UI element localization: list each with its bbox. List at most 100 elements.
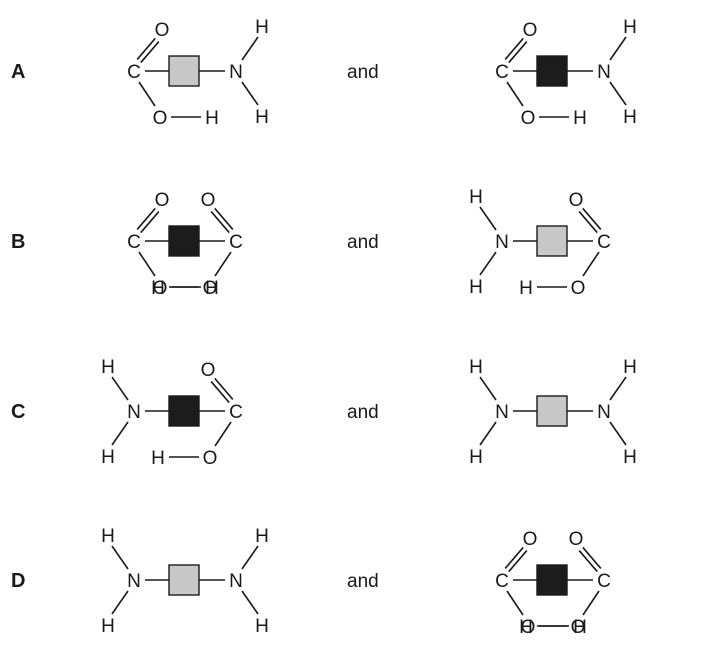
grey-block [536,395,568,427]
carbon-atom: C [127,232,141,253]
single-bond [609,376,627,401]
hydrogen-atom: H [469,357,483,378]
hydrogen-atom: H [469,187,483,208]
single-bond [479,421,497,446]
carbon-atom: C [229,402,243,423]
amino-group: N H H [229,526,269,637]
hydrogen-atom: H [101,447,115,468]
nitrogen-atom: N [127,571,141,592]
hydroxyl-oxygen-atom: O [153,278,168,299]
single-bond [214,421,232,447]
single-bond [506,81,524,107]
nitrogen-atom: N [495,232,509,253]
double-bond [214,207,234,230]
black-block [536,564,568,596]
double-bond [504,37,524,60]
single-bond [241,590,259,615]
single-bond [582,590,600,616]
carbon-atom: C [597,232,611,253]
and-text: and [347,571,379,592]
nitrogen-atom: N [229,571,243,592]
nitrogen-atom: N [597,62,611,83]
amino-group: NHH [469,357,509,468]
amino-group: NHH [597,357,637,468]
hydrogen-atom: H [101,616,115,637]
nitrogen-atom: N [127,402,141,423]
hydrogen-atom: H [573,617,587,638]
hydrogen-atom: H [623,107,637,128]
single-bond [111,545,129,570]
hydrogen-atom: H [519,278,533,299]
option-label: B [11,231,25,253]
double-bond [582,207,602,230]
double-bond [582,546,602,569]
hydrogen-atom: H [151,278,165,299]
double-bond [504,546,524,569]
hydroxyl-oxygen-atom: O [571,278,586,299]
single-bond [479,251,497,276]
hydroxyl-oxygen-atom: O [153,108,168,129]
oxygen-atom: O [201,360,216,381]
hydrogen-atom: H [205,108,219,129]
oxygen-atom: O [523,20,538,41]
hydrogen-atom: H [519,617,533,638]
single-bond [138,81,156,107]
carbon-atom: C [495,62,509,83]
black-block [168,395,200,427]
amino-group: NHH [597,17,637,128]
black-block [168,225,200,257]
carbon-atom: C [597,571,611,592]
double-bond [578,550,598,573]
oxygen-atom: O [569,190,584,211]
oxygen-atom: O [201,190,216,211]
carbon-atom: C [495,571,509,592]
hydrogen-atom: H [101,357,115,378]
single-bond [111,590,129,615]
double-bond [140,211,160,234]
double-bond [136,207,156,230]
option-label: D [11,570,25,592]
double-bond [140,41,160,64]
single-bond [241,545,259,570]
amino-group: N H H [101,357,141,468]
hydrogen-atom: H [573,108,587,129]
single-bond [609,81,627,106]
hydrogen-atom: H [255,616,269,637]
hydrogen-atom: H [151,448,165,469]
carbon-atom: C [229,232,243,253]
hydroxyl-oxygen-atom: O [521,617,536,638]
hydroxyl-oxygen-atom: O [203,278,218,299]
hydrogen-atom: H [623,357,637,378]
single-bond [214,251,232,277]
hydroxyl-oxygen-atom: O [521,108,536,129]
option-label: C [11,401,25,423]
amino-group: NHH [469,187,509,298]
single-bond [111,421,129,446]
nitrogen-atom: N [229,62,243,83]
hydrogen-atom: H [255,526,269,547]
double-bond [508,41,528,64]
hydrogen-atom: H [623,447,637,468]
grey-block [536,225,568,257]
single-bond [479,206,497,231]
double-bond [214,377,234,400]
hydrogen-atom: H [469,447,483,468]
single-bond [506,590,524,616]
and-text: and [347,402,379,423]
